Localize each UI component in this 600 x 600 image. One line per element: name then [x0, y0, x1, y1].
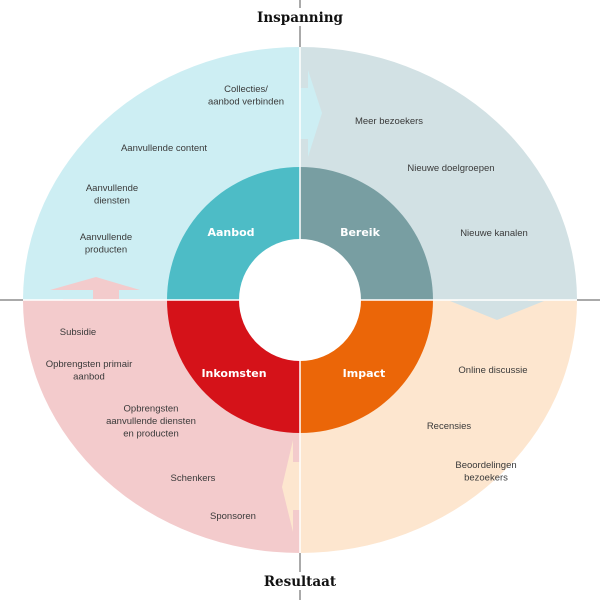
segment-label-bereik: Bereik	[340, 226, 381, 239]
item-line: bezoekers	[464, 472, 508, 483]
item-line: Nieuwe kanalen	[460, 228, 528, 239]
arrow-up-icon	[50, 277, 140, 300]
item-line: Online discussie	[458, 365, 527, 376]
item-line: Collecties/	[224, 84, 268, 95]
item-line: producten	[85, 244, 127, 255]
item-line: Beoordelingen	[455, 460, 516, 471]
item-line: Aanvullende	[86, 183, 138, 194]
axis-label-top: Inspanning	[257, 10, 343, 26]
item-bereik-0: Meer bezoekers	[355, 116, 423, 127]
arrow-right-icon	[300, 70, 322, 157]
item-inkomsten-3: Schenkers	[171, 473, 216, 484]
center-hole	[239, 239, 361, 361]
segment-label-inkomsten: Inkomsten	[201, 367, 266, 380]
item-aanbod-1: Aanvullende content	[121, 143, 207, 154]
item-bereik-1: Nieuwe doelgroepen	[407, 163, 494, 174]
item-bereik-2: Nieuwe kanalen	[460, 228, 528, 239]
item-line: Opbrengsten primair	[46, 359, 133, 370]
item-line: Nieuwe doelgroepen	[407, 163, 494, 174]
item-inkomsten-4: Sponsoren	[210, 511, 256, 522]
item-line: Recensies	[427, 421, 472, 432]
item-line: aanbod	[73, 371, 105, 382]
item-line: Opbrengsten	[124, 404, 179, 415]
arrow-left-icon	[282, 440, 300, 532]
item-line: Schenkers	[171, 473, 216, 484]
item-line: Subsidie	[60, 327, 96, 338]
item-line: aanbod verbinden	[208, 96, 284, 107]
item-line: Meer bezoekers	[355, 116, 423, 127]
item-line: aanvullende diensten	[106, 416, 196, 427]
item-impact-0: Online discussie	[458, 365, 527, 376]
arrow-down-icon	[450, 300, 544, 320]
axis-label-bottom: Resultaat	[264, 574, 337, 590]
segment-label-aanbod: Aanbod	[207, 226, 254, 239]
item-line: Aanvullende	[80, 232, 132, 243]
item-line: Aanvullende content	[121, 143, 207, 154]
item-inkomsten-0: Subsidie	[60, 327, 96, 338]
segment-label-impact: Impact	[343, 367, 386, 380]
item-line: diensten	[94, 195, 130, 206]
item-aanbod-0: Collecties/aanbod verbinden	[208, 84, 284, 108]
item-line: en producten	[123, 429, 178, 440]
item-line: Sponsoren	[210, 511, 256, 522]
item-impact-1: Recensies	[427, 421, 472, 432]
